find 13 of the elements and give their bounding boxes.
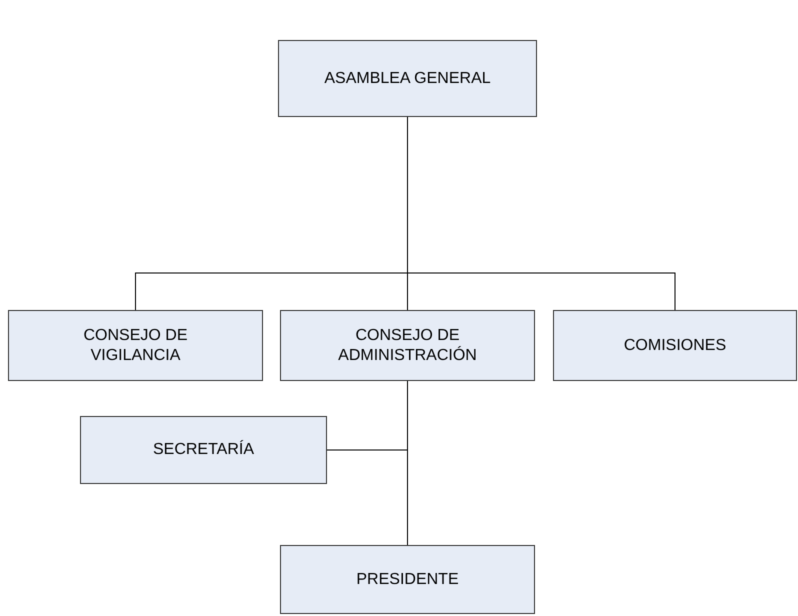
org-box: [280, 310, 535, 381]
org-box: [8, 310, 263, 381]
box-label: ASAMBLEA GENERAL: [323, 68, 492, 88]
box-label: CONSEJO DE ADMINISTRACIÓN: [337, 326, 478, 365]
connector-line: [407, 380, 408, 546]
org-box: [278, 40, 537, 117]
org-box: [553, 310, 797, 381]
org-box: [80, 416, 327, 484]
box-label: SECRETARÍA: [152, 440, 256, 460]
box-label: PRESIDENTE: [355, 570, 460, 590]
box-label: COMISIONES: [622, 336, 728, 356]
org-box: [280, 545, 535, 614]
box-label: CONSEJO DE VIGILANCIA: [82, 326, 188, 365]
